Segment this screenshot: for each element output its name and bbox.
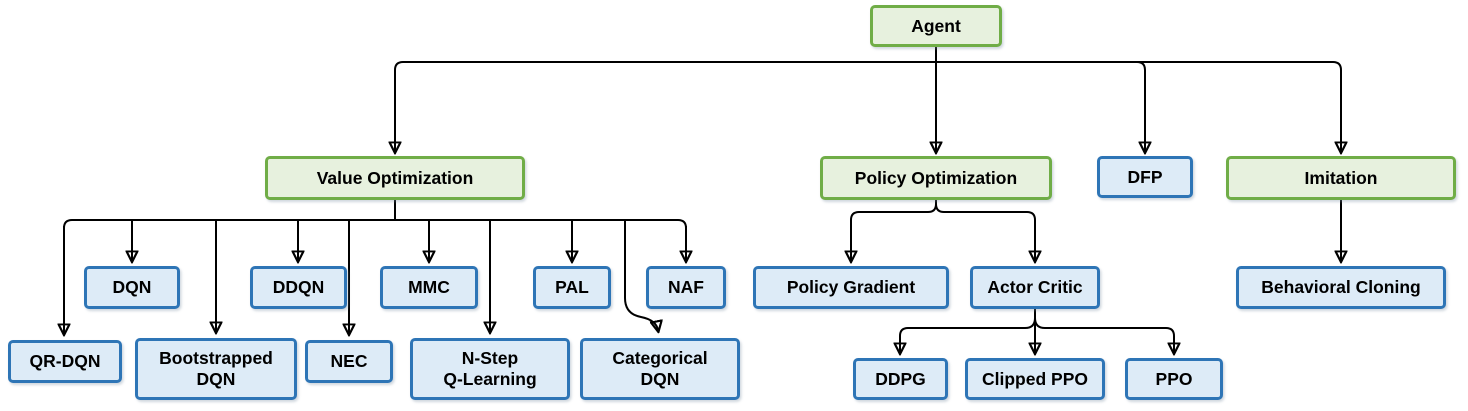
edge-vo-rail <box>63 219 687 229</box>
edge-po-policy-gradient <box>851 200 937 260</box>
node-mmc: MMC <box>380 266 478 309</box>
node-behavioral-cloning: Behavioral Cloning <box>1236 266 1446 309</box>
node-policy-optimization: Policy Optimization <box>820 156 1052 200</box>
node-value-optimization: Value Optimization <box>265 156 525 200</box>
edge-po-actor-critic <box>935 200 1035 260</box>
node-dqn: DQN <box>84 266 180 309</box>
node-clipped-ppo: Clipped PPO <box>965 358 1105 400</box>
edge-agent-value-optimization <box>395 61 936 151</box>
edge-agent-dfp <box>936 61 1145 151</box>
node-dfp: DFP <box>1097 156 1193 198</box>
node-imitation: Imitation <box>1226 156 1456 200</box>
node-naf: NAF <box>646 266 726 309</box>
edge-vo-categorical-dqn <box>624 220 658 330</box>
node-n-step-q-learning: N-Step Q-Learning <box>410 338 570 400</box>
edge-ac-ddpg <box>900 309 1036 352</box>
node-ppo: PPO <box>1125 358 1223 400</box>
node-qr-dqn: QR-DQN <box>8 340 122 383</box>
node-bootstrapped-dqn: Bootstrapped DQN <box>135 338 297 400</box>
node-categorical-dqn: Categorical DQN <box>580 338 740 400</box>
node-nec: NEC <box>305 340 393 383</box>
node-actor-critic: Actor Critic <box>970 266 1100 309</box>
node-ddpg: DDPG <box>853 358 948 400</box>
node-ddqn: DDQN <box>250 266 347 309</box>
edge-agent-imitation <box>936 61 1341 151</box>
node-pal: PAL <box>533 266 611 309</box>
edge-ac-ppo <box>1034 309 1174 352</box>
node-policy-gradient: Policy Gradient <box>753 266 949 309</box>
node-agent: Agent <box>870 5 1002 47</box>
